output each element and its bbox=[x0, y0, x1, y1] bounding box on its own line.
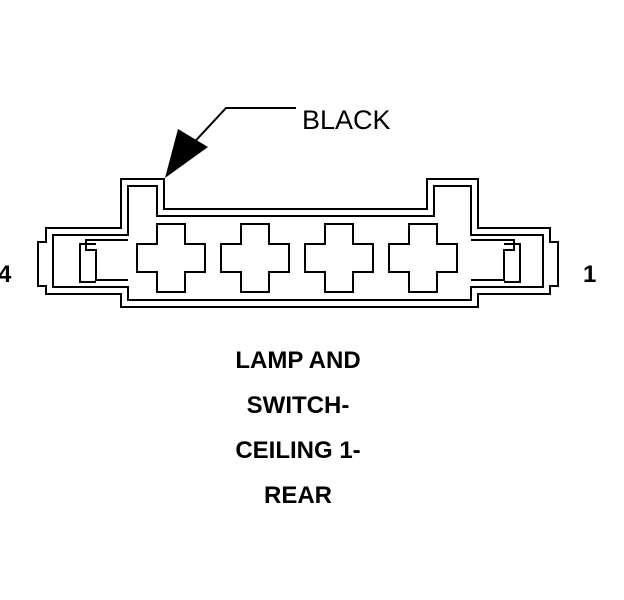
right-latch-tab bbox=[504, 243, 521, 283]
connector-housing-outer bbox=[37, 178, 559, 308]
pin-number-right: 1 bbox=[583, 261, 597, 288]
wire-color-arrowhead bbox=[165, 129, 208, 178]
terminal-cavity bbox=[304, 223, 374, 293]
caption-line: REAR bbox=[263, 482, 332, 509]
terminal-cavity bbox=[388, 223, 458, 293]
terminal-cavities bbox=[136, 223, 458, 293]
wire-color-leader-line bbox=[186, 107, 296, 151]
caption-line: CEILING 1- bbox=[235, 437, 361, 464]
right-latch bbox=[471, 239, 515, 281]
left-latch bbox=[85, 239, 128, 281]
caption-line: LAMP AND bbox=[235, 347, 361, 374]
left-latch-tab bbox=[79, 243, 96, 283]
caption-line: SWITCH- bbox=[246, 392, 350, 419]
pin-number-left: 4 bbox=[0, 261, 12, 288]
terminal-cavity bbox=[136, 223, 206, 293]
connector-housing-inner bbox=[52, 185, 544, 301]
terminal-cavity bbox=[220, 223, 290, 293]
connector-caption: LAMP AND SWITCH- CEILING 1- REAR bbox=[148, 338, 448, 518]
wire-color-label: BLACK bbox=[302, 105, 391, 135]
